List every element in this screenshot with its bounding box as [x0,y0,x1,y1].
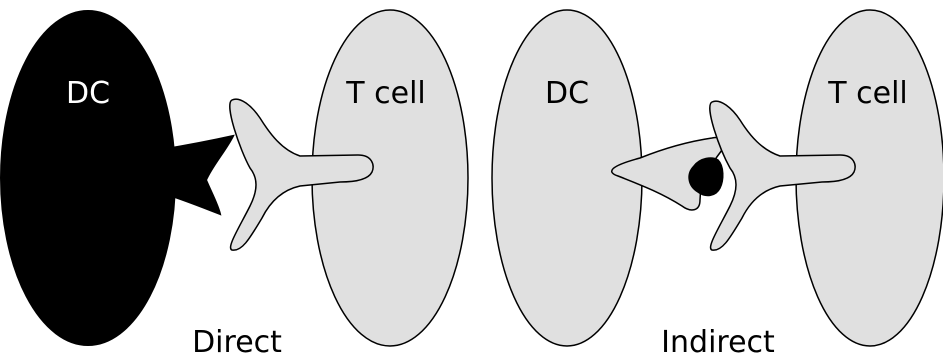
direct-dc-mhc-protrusion [159,134,235,216]
indirect-dc-cell [491,9,643,347]
indirect-tcell-label: T cell [827,76,907,111]
indirect-dc-mhc-protrusion [611,136,726,211]
direct-dc-label: DC [66,76,110,111]
direct-dc-cell [0,10,176,346]
indirect-caption: Indirect [661,325,775,355]
indirect-tcell-receptor [709,100,856,251]
direct-caption: Direct [192,325,282,355]
indirect-dc-label: DC [545,76,589,111]
direct-tcell-label: T cell [345,76,425,111]
indirect-panel [491,9,943,347]
direct-panel [0,9,469,347]
direct-tcell-receptor [229,98,374,251]
indirect-antigen-particle [688,157,724,197]
